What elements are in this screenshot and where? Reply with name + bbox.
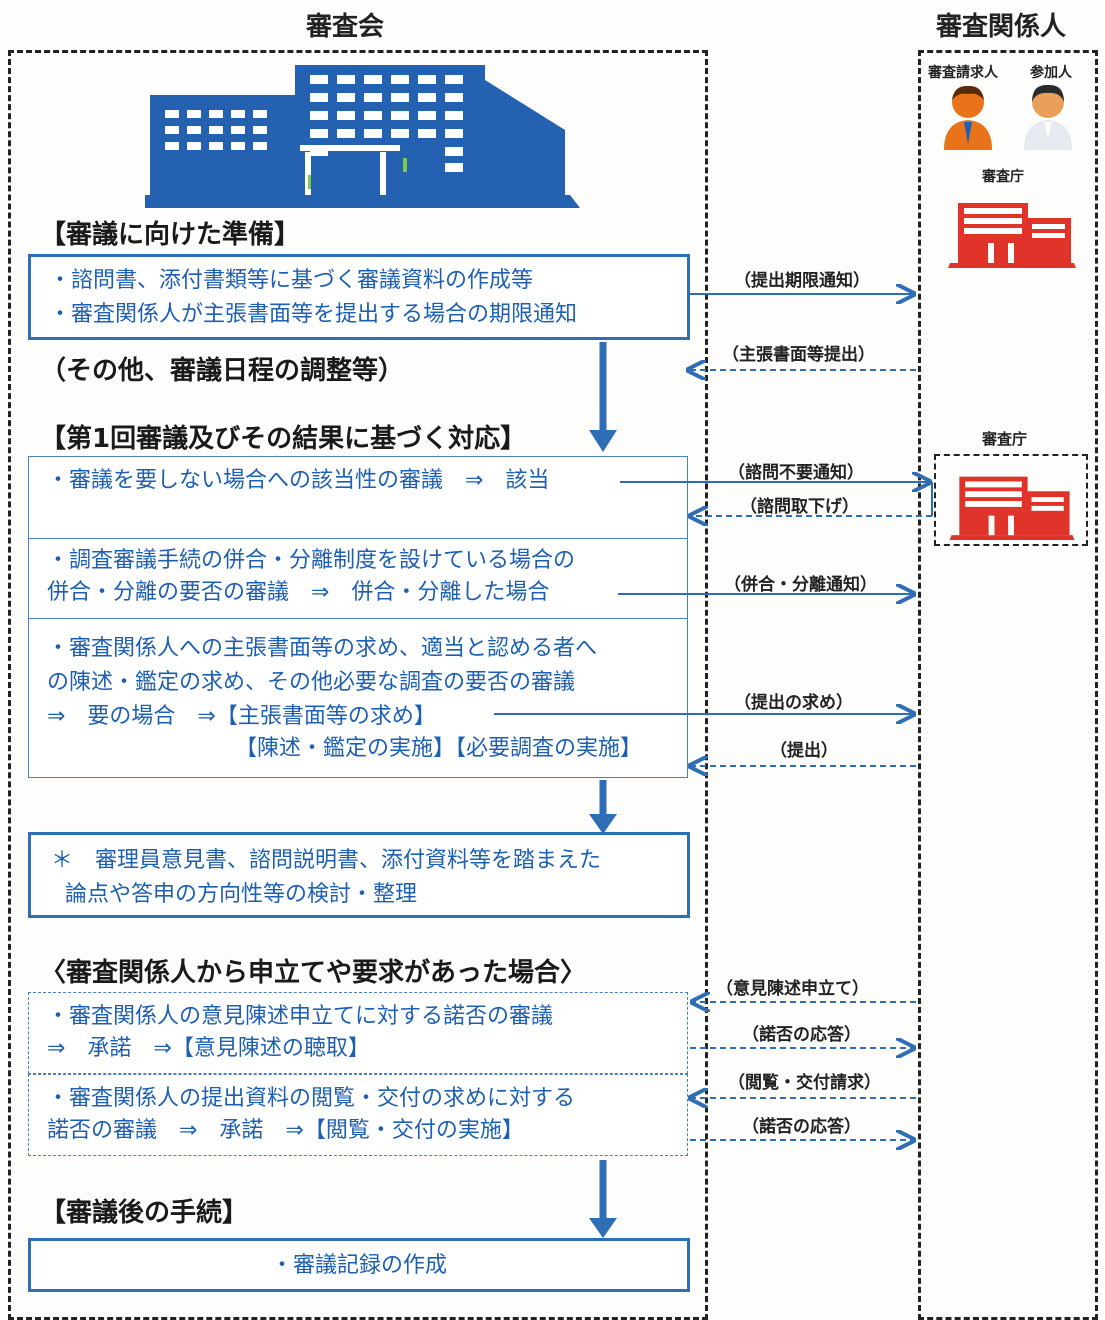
opinion-box: ・審査関係人の意見陳述申立てに対する諾否の審議 ⇒ 承諾 ⇒【意見陳述の聴取】	[28, 992, 688, 1074]
merge-line-2: 併合・分離の要否の審議 ⇒ 併合・分離した場合	[47, 580, 550, 605]
label-request-submit: （提出の求め）	[734, 693, 853, 713]
final-box: ・審議記録の作成	[28, 1238, 690, 1292]
investigation-box: ・審査関係人への主張書面等の求め、適当と認める者へ の陳述・鑑定の求め、その他必…	[28, 618, 688, 778]
label-deadline: （提出期限通知）	[734, 271, 870, 291]
opinion-line-1: ・審査関係人の意見陳述申立てに対する諾否の審議	[47, 1004, 554, 1029]
label-submit: （提出）	[770, 741, 838, 761]
participant-person-icon	[1024, 84, 1072, 150]
prep-line-2: ・審査関係人が主張書面等を提出する場合の期限通知	[49, 302, 578, 327]
section-prep-heading: 【審議に向けた準備】	[40, 220, 301, 250]
label-no-consult: （諮問不要通知）	[728, 463, 864, 483]
agency-mid-building-icon	[949, 476, 1075, 541]
agency-top-label: 審査庁	[982, 169, 1024, 185]
merge-line-1: ・調査審議手続の併合・分離制度を設けている場合の	[47, 548, 576, 573]
agency-mid-label: 審査庁	[982, 430, 1028, 448]
council-header: 審査会	[306, 12, 385, 42]
label-reply-2: （諾否の応答）	[742, 1117, 861, 1137]
label-reply-1: （諾否の応答）	[742, 1025, 861, 1045]
review-line-1: ＊ 審理員意見書、諮問説明書、添付資料等を踏まえた	[51, 848, 602, 873]
view-box: ・審査関係人の提出資料の閲覧・交付の求めに対する 諾否の審議 ⇒ 承諾 ⇒【閲覧…	[28, 1074, 688, 1156]
council-building-icon	[145, 65, 580, 208]
prep-box: ・諮問書、添付書類等に基づく審議資料の作成等 ・審査関係人が主張書面等を提出する…	[28, 254, 690, 340]
no-consult-line-1: ・審議を要しない場合への該当性の審議 ⇒ 該当	[47, 468, 550, 493]
label-view: （閲覧・交付請求）	[728, 1073, 881, 1093]
review-line-2: 論点や答申の方向性等の検討・整理	[65, 882, 418, 907]
label-withdraw: （諮問取下げ）	[740, 497, 859, 517]
view-line-1: ・審査関係人の提出資料の閲覧・交付の求めに対する	[47, 1086, 576, 1111]
final-line: ・審議記録の作成	[270, 1253, 447, 1278]
investigation-line-4: 【陳述・鑑定の実施】【必要調査の実施】	[235, 736, 643, 761]
agency-building-icon	[948, 203, 1076, 268]
label-opinion: （意見陳述申立て）	[716, 979, 869, 999]
section-other-heading: （その他、審議日程の調整等）	[40, 356, 405, 386]
merge-box: ・調査審議手続の併合・分離制度を設けている場合の 併合・分離の要否の審議 ⇒ 併…	[28, 538, 688, 620]
label-submit-docs: （主張書面等提出）	[722, 345, 875, 365]
section-request-heading: 〈審査関係人から申立てや要求があった場合〉	[40, 958, 587, 988]
review-box: ＊ 審理員意見書、諮問説明書、添付資料等を踏まえた 論点や答申の方向性等の検討・…	[28, 832, 690, 918]
investigation-line-1: ・審査関係人への主張書面等の求め、適当と認める者へ	[47, 636, 598, 661]
agency-mid-frame	[934, 454, 1088, 546]
requester-label: 審査請求人	[928, 65, 998, 81]
section-first-heading: 【第1回審議及びその結果に基づく対応】	[40, 424, 527, 454]
label-merge: （併合・分離通知）	[724, 575, 877, 595]
participant-label: 参加人	[1030, 65, 1072, 81]
prep-line-1: ・諮問書、添付書類等に基づく審議資料の作成等	[49, 268, 534, 293]
requester-person-icon	[944, 85, 992, 150]
view-line-2: 諾否の審議 ⇒ 承諾 ⇒【閲覧・交付の実施】	[47, 1118, 524, 1143]
opinion-line-2: ⇒ 承諾 ⇒【意見陳述の聴取】	[47, 1036, 370, 1061]
section-after-heading: 【審議後の手続】	[40, 1198, 249, 1228]
investigation-line-3: ⇒ 要の場合 ⇒【主張書面等の求め】	[47, 704, 436, 729]
investigation-line-2: の陳述・鑑定の求め、その他必要な調査の要否の審議	[47, 670, 576, 695]
parties-header: 審査関係人	[936, 12, 1067, 42]
